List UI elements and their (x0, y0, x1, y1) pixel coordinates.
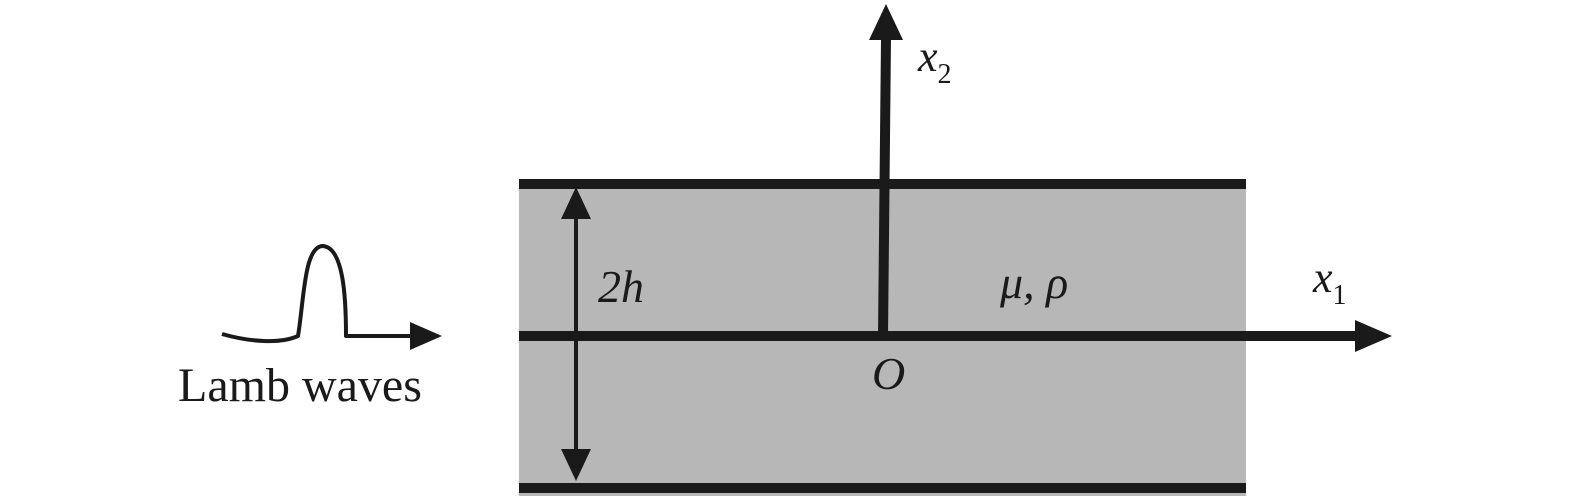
material-properties-label: μ, ρ (999, 257, 1068, 308)
thickness-arrow-top (561, 187, 591, 219)
origin-label: O (872, 348, 905, 399)
incident-pulse-waveform (221, 244, 412, 344)
lamb-waves-label: Lamb waves (178, 359, 422, 412)
incident-pulse-arrowhead (410, 322, 442, 350)
x2-axis-arrowhead (869, 4, 903, 40)
thickness-label: 2h (598, 261, 644, 312)
x2-axis (878, 37, 891, 337)
x1-axis-label: x1 (1312, 253, 1347, 311)
x2-axis-subscript: 2 (938, 59, 952, 90)
x2-axis-label: x2 (917, 32, 952, 90)
x1-axis-arrowhead (1355, 320, 1392, 352)
thickness-arrow-bottom (561, 449, 591, 481)
x1-axis-subscript: 1 (1333, 280, 1347, 311)
